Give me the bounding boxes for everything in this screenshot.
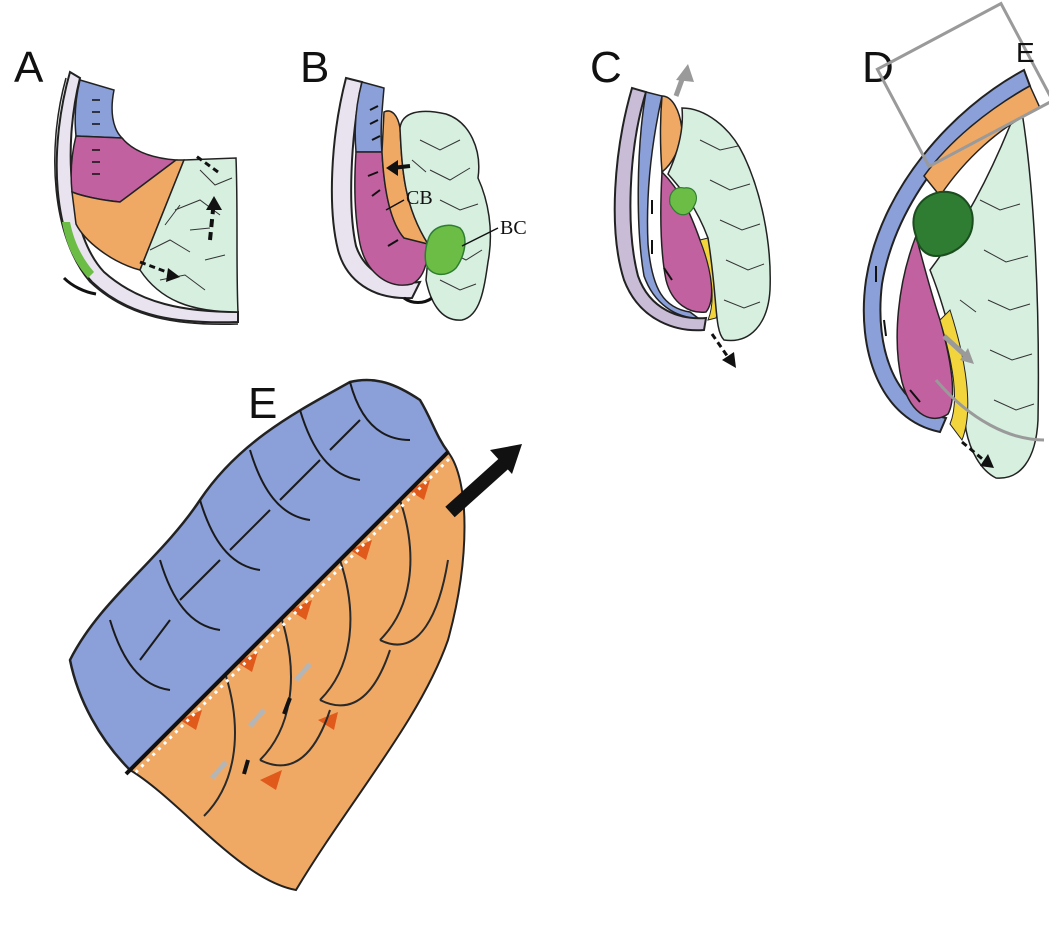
panel-e-label: E bbox=[248, 379, 277, 428]
panel-d-inset-label: E bbox=[1016, 37, 1035, 68]
panel-c-dashed-arrowhead bbox=[722, 352, 736, 368]
panel-c-grey-arrowhead bbox=[676, 64, 694, 82]
panel-c-label: C bbox=[590, 43, 622, 92]
panel-d: D E bbox=[862, 4, 1049, 479]
panel-b-cb-label: CB bbox=[406, 187, 433, 209]
panel-b-blue-region bbox=[355, 82, 384, 152]
panel-a-label: A bbox=[14, 43, 44, 92]
panel-a-blue-region bbox=[75, 80, 122, 138]
panel-b-bc-label: BC bbox=[500, 217, 527, 239]
panel-c: C bbox=[590, 43, 770, 368]
panel-c-green-tuft bbox=[670, 188, 697, 215]
panel-a: A bbox=[14, 43, 238, 324]
panel-b-label: B bbox=[300, 43, 329, 92]
panel-b: B CB BC bbox=[300, 43, 527, 320]
panel-e: E bbox=[70, 379, 522, 890]
